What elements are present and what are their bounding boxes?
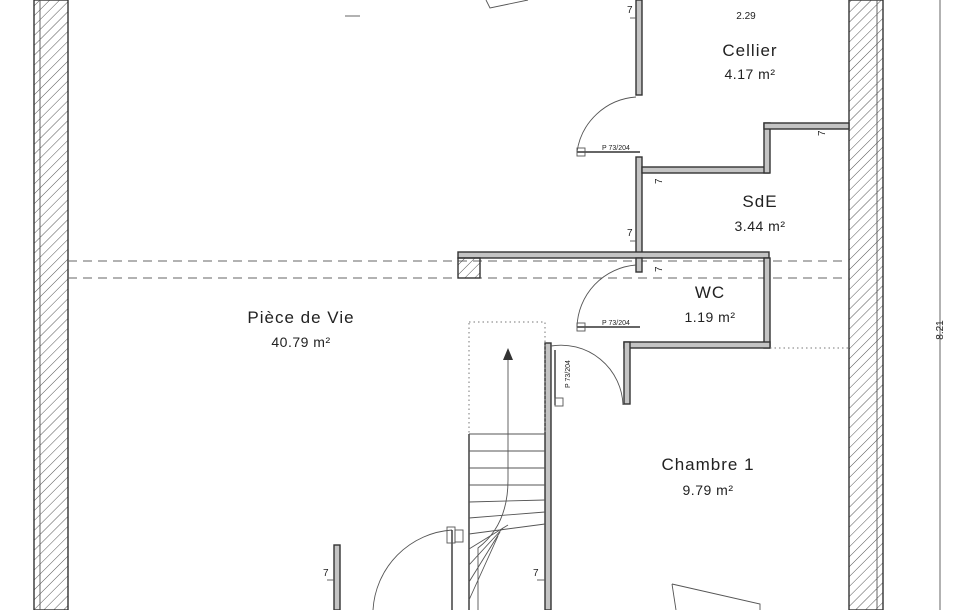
wall-dim-1: 7 [627, 5, 633, 16]
door-wc[interactable]: P 73/204 [576, 264, 640, 332]
dimension-width-label: 2.29 [736, 11, 756, 22]
staircase [468, 321, 546, 610]
exterior-wall-right [848, 0, 884, 610]
dimension-line-height: 8.21 [935, 0, 946, 610]
room-area-cellier: 4.17 m² [725, 66, 776, 82]
wall-dim-6: 7 [323, 568, 329, 579]
door-chambre[interactable]: P 73/204 [550, 344, 624, 407]
room-area-piece-de-vie: 40.79 m² [271, 334, 330, 350]
wall-dim-5: 7 [654, 266, 665, 272]
door-wc-label: P 73/204 [602, 320, 630, 327]
window-top [485, 0, 529, 9]
door-cellier[interactable]: P 73/204 [576, 96, 640, 157]
room-name-sde: SdE [742, 192, 777, 211]
partition-sde [641, 122, 850, 174]
room-name-chambre-1: Chambre 1 [661, 455, 754, 474]
room-area-sde: 3.44 m² [735, 218, 786, 234]
door-cellier-label: P 73/204 [602, 145, 630, 152]
room-area-wc: 1.19 m² [685, 309, 736, 325]
wall-dim-3: 7 [654, 178, 665, 184]
door-lower-left[interactable] [372, 526, 464, 610]
room-name-cellier: Cellier [722, 41, 777, 60]
partition-chambre [333, 342, 552, 610]
wall-dim-7: 7 [533, 568, 539, 579]
wall-dim-4: 7 [817, 130, 828, 136]
room-name-wc: WC [695, 283, 725, 302]
window-lower-right [671, 583, 761, 610]
exterior-wall-left [33, 0, 69, 610]
room-name-piece-de-vie: Pièce de Vie [247, 308, 354, 327]
partition-wc [457, 251, 849, 405]
wall-dim-2: 7 [627, 228, 633, 239]
wall-thickness-annotations: 7 7 7 7 7 7 7 [323, 5, 828, 581]
dimension-height-label: 8.21 [935, 320, 946, 340]
door-chambre-label: P 73/204 [565, 360, 572, 388]
partition-cellier [635, 0, 643, 254]
room-area-chambre-1: 9.79 m² [683, 482, 734, 498]
